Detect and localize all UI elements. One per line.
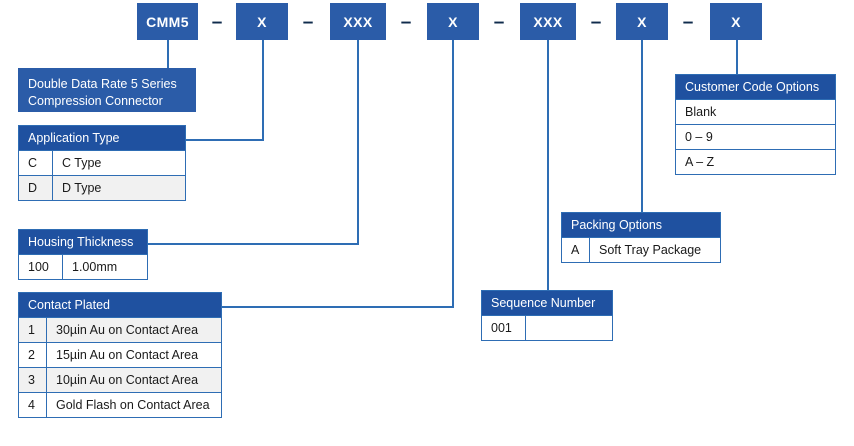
cell-code: 1	[19, 318, 47, 342]
connector-contact-elbow	[222, 306, 454, 308]
cell-code: C	[19, 151, 53, 175]
table-row: A Soft Tray Package	[561, 238, 721, 263]
cell-code: 3	[19, 368, 47, 392]
separator-2: –	[296, 10, 320, 34]
table-row: Blank	[675, 100, 836, 125]
code-box-contact[interactable]: X	[427, 3, 479, 40]
code-box-packing-label: X	[637, 13, 647, 30]
cell-code: 100	[19, 255, 63, 279]
cell-desc	[526, 316, 612, 340]
cell-value: Blank	[685, 105, 717, 119]
code-box-packing[interactable]: X	[616, 3, 668, 40]
connector-contact-drop	[452, 40, 454, 308]
table-row: 2 15µin Au on Contact Area	[18, 343, 222, 368]
separator-6: –	[676, 10, 700, 34]
table-customer-code-options-header: Customer Code Options	[675, 74, 836, 100]
cell-code: A	[562, 238, 590, 262]
table-row: 0 – 9	[675, 125, 836, 150]
separator-6-glyph: –	[682, 11, 694, 33]
code-box-housing-label: XXX	[343, 13, 373, 30]
series-title-line2: Compression Connector	[28, 94, 163, 108]
connector-sequence-drop	[547, 40, 549, 290]
table-row: 001	[481, 316, 613, 341]
table-row: 1 30µin Au on Contact Area	[18, 318, 222, 343]
cell-desc: Soft Tray Package	[599, 243, 702, 257]
series-title-line1: Double Data Rate 5 Series	[28, 77, 177, 91]
table-row: 3 10µin Au on Contact Area	[18, 368, 222, 393]
connector-packing-drop	[641, 40, 643, 212]
table-housing-thickness-header: Housing Thickness	[18, 229, 148, 255]
table-sequence-number-header: Sequence Number	[481, 290, 613, 316]
table-row: C C Type	[18, 151, 186, 176]
cell-code: 2	[19, 343, 47, 367]
code-box-customer-label: X	[731, 13, 741, 30]
connector-customer-drop	[736, 40, 738, 75]
table-packing-options: Packing Options A Soft Tray Package	[561, 212, 721, 263]
cell-desc: C Type	[62, 156, 102, 170]
code-box-series-label: CMM5	[146, 13, 189, 30]
separator-5-glyph: –	[590, 11, 602, 33]
cell-value: A – Z	[685, 155, 715, 169]
connector-application-elbow	[186, 139, 264, 141]
connector-application-drop	[262, 40, 264, 140]
table-packing-options-header: Packing Options	[561, 212, 721, 238]
separator-4-glyph: –	[493, 11, 505, 33]
table-housing-thickness: Housing Thickness 100 1.00mm	[18, 229, 148, 280]
cell-desc: 15µin Au on Contact Area	[56, 348, 199, 362]
cell-value: 0 – 9	[685, 130, 713, 144]
cell-code: D	[19, 176, 53, 200]
table-row: D D Type	[18, 176, 186, 201]
connector-housing-elbow	[148, 243, 359, 245]
cell-desc: 1.00mm	[72, 260, 118, 274]
table-application-type-header: Application Type	[18, 125, 186, 151]
series-title-box: Double Data Rate 5 Series Compression Co…	[18, 68, 196, 112]
table-application-type: Application Type C C Type D D Type	[18, 125, 186, 201]
cell-desc: D Type	[62, 181, 102, 195]
code-box-contact-label: X	[448, 13, 458, 30]
table-row: 100 1.00mm	[18, 255, 148, 280]
separator-1: –	[205, 10, 229, 34]
connector-series	[167, 40, 169, 68]
code-box-housing[interactable]: XXX	[330, 3, 386, 40]
separator-5: –	[584, 10, 608, 34]
cell-desc: Gold Flash on Contact Area	[56, 398, 210, 412]
table-row: A – Z	[675, 150, 836, 175]
cell-desc: 30µin Au on Contact Area	[56, 323, 199, 337]
table-contact-plated: Contact Plated 1 30µin Au on Contact Are…	[18, 292, 222, 418]
code-box-application-label: X	[257, 13, 267, 30]
separator-2-glyph: –	[302, 11, 314, 33]
table-sequence-number: Sequence Number 001	[481, 290, 613, 341]
separator-3: –	[394, 10, 418, 34]
code-box-series[interactable]: CMM5	[137, 3, 198, 40]
code-box-sequence-label: XXX	[533, 13, 563, 30]
separator-3-glyph: –	[400, 11, 412, 33]
code-box-customer[interactable]: X	[710, 3, 762, 40]
separator-1-glyph: –	[211, 11, 223, 33]
table-customer-code-options: Customer Code Options Blank 0 – 9 A – Z	[675, 74, 836, 175]
connector-housing-drop	[357, 40, 359, 245]
cell-code: 4	[19, 393, 47, 417]
separator-4: –	[487, 10, 511, 34]
table-row: 4 Gold Flash on Contact Area	[18, 393, 222, 418]
cell-code: 001	[482, 316, 526, 340]
table-contact-plated-header: Contact Plated	[18, 292, 222, 318]
cell-desc: 10µin Au on Contact Area	[56, 373, 199, 387]
code-box-application[interactable]: X	[236, 3, 288, 40]
code-box-sequence[interactable]: XXX	[520, 3, 576, 40]
